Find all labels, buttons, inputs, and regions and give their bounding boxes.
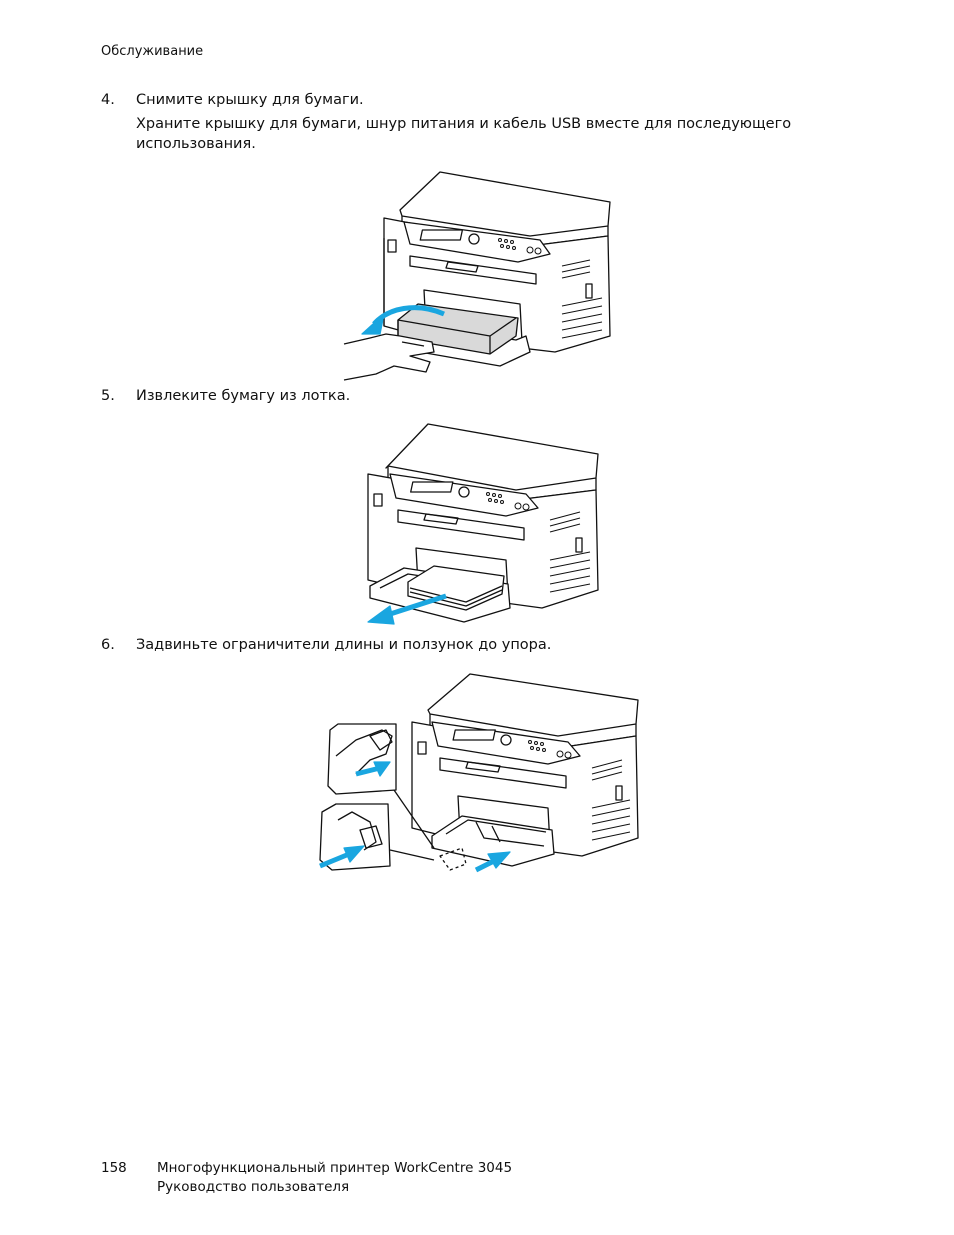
guide-name: Руководство пользователя [157,1179,350,1195]
step-number: 6. [101,637,115,653]
step-number: 4. [101,92,115,108]
step-number: 5. [101,388,115,404]
page-number: 158 [101,1160,127,1176]
product-name: Многофункциональный принтер WorkCentre 3… [157,1160,513,1176]
step-4-note-line-2: использования. [136,136,256,152]
figure-remove-paper [354,420,602,630]
footer-titles: Многофункциональный принтер WorkCentre 3… [157,1159,657,1197]
figure-remove-paper-cover [340,166,615,382]
step-text: Снимите крышку для бумаги. [136,92,364,108]
step-4-note-line-1: Храните крышку для бумаги, шнур питания … [136,116,792,132]
step-text: Задвиньте ограничители длины и ползунок … [136,637,552,653]
step-text: Извлеките бумагу из лотка. [136,388,351,404]
figure-slide-guides [316,670,642,880]
running-header: Обслуживание [101,44,204,59]
